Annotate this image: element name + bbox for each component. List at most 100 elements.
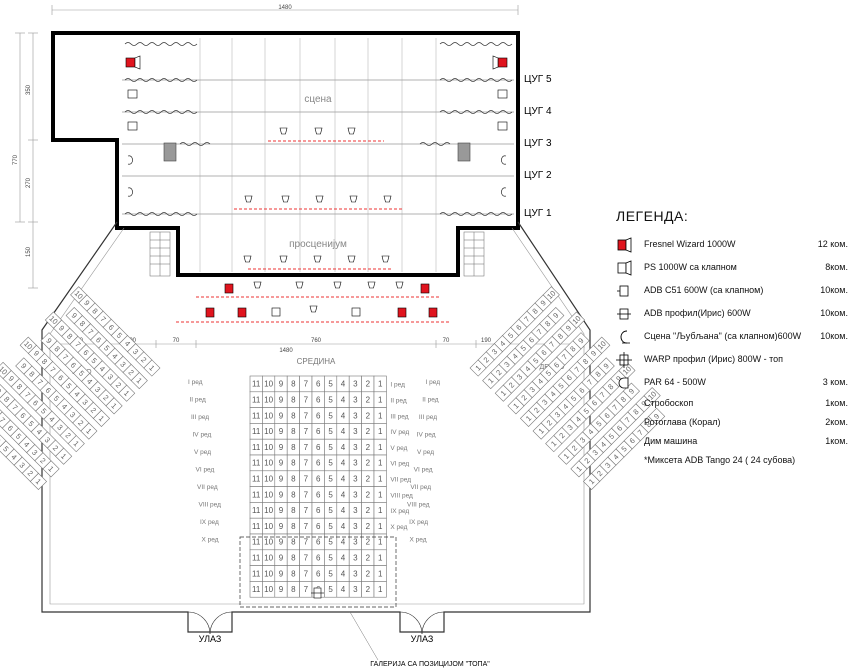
seat-number: 9 <box>19 361 28 370</box>
seat-number: 3 <box>353 506 358 515</box>
stage-grid <box>199 38 437 272</box>
seat-number: 11 <box>252 554 261 563</box>
seat-number: 7 <box>304 380 309 389</box>
seat-number: 1 <box>122 389 131 398</box>
seat-number: 11 <box>252 538 261 547</box>
seat-number: 5 <box>328 427 333 436</box>
seat-number: 2 <box>366 585 371 594</box>
seat-number: 6 <box>539 348 548 357</box>
seat-number: 5 <box>52 394 61 403</box>
seat-number: 8 <box>593 369 602 378</box>
seat-number: 11 <box>252 522 261 531</box>
seat-number: 5 <box>328 459 333 468</box>
seat-number: 4 <box>561 402 570 411</box>
fresnel-red-icon <box>617 237 632 253</box>
side-row-label: X ред <box>409 537 426 544</box>
legend-label: WARP профил (Ирис) 800W - топ <box>644 354 783 364</box>
seat-number: 3 <box>353 522 358 531</box>
seat-number: 9 <box>551 311 560 320</box>
seat <box>648 407 666 425</box>
seat-number: 4 <box>341 554 346 563</box>
seat-number: 4 <box>510 352 519 361</box>
seat-number: 7 <box>98 315 107 324</box>
legend-item: Сцена "Љубљана" (са клапном)600W 10ком. <box>608 326 848 349</box>
seat-number: 5 <box>607 432 616 441</box>
seat-number: 3 <box>118 360 127 369</box>
seat-number: 7 <box>522 315 531 324</box>
seat-number: 2 <box>557 431 566 440</box>
seat-number: 8 <box>78 319 87 328</box>
side-row-label: IX ред <box>409 519 428 526</box>
bar-5-label: ЦУГ 5 <box>524 74 552 85</box>
seat <box>567 311 586 329</box>
seat-number: 7 <box>636 428 645 437</box>
seat-number: 5 <box>1 444 10 453</box>
seat-number: 7 <box>304 396 309 405</box>
seat-number: 3 <box>515 372 524 381</box>
seat-number: 9 <box>576 336 585 345</box>
seat-number: 2 <box>545 418 554 427</box>
side-row-label: IX ред <box>200 519 219 526</box>
seat-number: 5 <box>544 369 553 378</box>
seat-number: 11 <box>252 443 261 452</box>
seat-number: 7 <box>48 365 57 374</box>
seat-number: 11 <box>252 427 261 436</box>
legend-extra: Стробоскоп 1ком. <box>608 395 848 414</box>
seat-number: 5 <box>519 343 528 352</box>
seat-number: 6 <box>81 348 90 357</box>
seat-number: 11 <box>252 585 261 594</box>
seat-number: 5 <box>531 356 540 365</box>
seat-number: 6 <box>316 443 321 452</box>
seat-number: 8 <box>291 490 296 499</box>
seat-number: 9 <box>279 538 284 547</box>
seat-number: 2 <box>532 406 541 415</box>
dim-770: 770 <box>13 154 19 165</box>
legend-item: Fresnel Wizard 1000W 12 ком. <box>608 234 848 257</box>
seat-number: 11 <box>252 569 261 578</box>
seat-number: 5 <box>328 506 333 515</box>
seat-number: 1 <box>34 477 43 486</box>
seat-number: 8 <box>90 306 99 315</box>
seat-number: 8 <box>65 332 74 341</box>
side-row-label: I ред <box>188 379 203 386</box>
seat-number: 9 <box>279 506 284 515</box>
seat-number: 6 <box>56 373 65 382</box>
dim-hall-760: 760 <box>311 338 322 344</box>
seat-number: 8 <box>40 357 49 366</box>
seat-number: 1 <box>378 380 383 389</box>
seat-number: 5 <box>556 381 565 390</box>
legend-qty: 2ком. <box>825 417 848 427</box>
seat-number: 6 <box>552 361 561 370</box>
seat-number: 4 <box>85 377 94 386</box>
mixer-note: *Миксета ADB Tango 24 ( 24 субова) <box>644 455 796 465</box>
seat-number: 1 <box>378 585 383 594</box>
side-row-label: VIII ред <box>199 502 222 509</box>
seat-number: 6 <box>316 459 321 468</box>
center-row-label: IX ред <box>390 508 409 515</box>
seat-number: 4 <box>341 411 346 420</box>
seat-number: 9 <box>7 374 16 383</box>
legend-label: Стробоскоп <box>644 398 694 408</box>
seat-number: 7 <box>304 459 309 468</box>
seat-number: 2 <box>366 427 371 436</box>
seat-number: 1 <box>109 401 118 410</box>
seat-number: 7 <box>304 443 309 452</box>
seat-number: 11 <box>252 506 261 515</box>
dim-top-width: 1480 <box>278 5 292 11</box>
seat-number: 5 <box>64 381 73 390</box>
seat-number: 7 <box>304 522 309 531</box>
seat-number: 1 <box>378 554 383 563</box>
center-section-label: СРЕДИНА <box>297 357 336 366</box>
seat-number: 9 <box>279 585 284 594</box>
seat-number: 2 <box>366 554 371 563</box>
legend-label: PAR 64 - 500W <box>644 377 706 387</box>
seat-number: 6 <box>590 398 599 407</box>
seat-number: 7 <box>304 411 309 420</box>
seat-number: 3 <box>106 372 115 381</box>
seat-number: 9 <box>539 298 548 307</box>
seat <box>40 332 58 350</box>
seat-number: 4 <box>341 569 346 578</box>
seat-number: 1 <box>378 490 383 499</box>
seat-number: 8 <box>291 411 296 420</box>
